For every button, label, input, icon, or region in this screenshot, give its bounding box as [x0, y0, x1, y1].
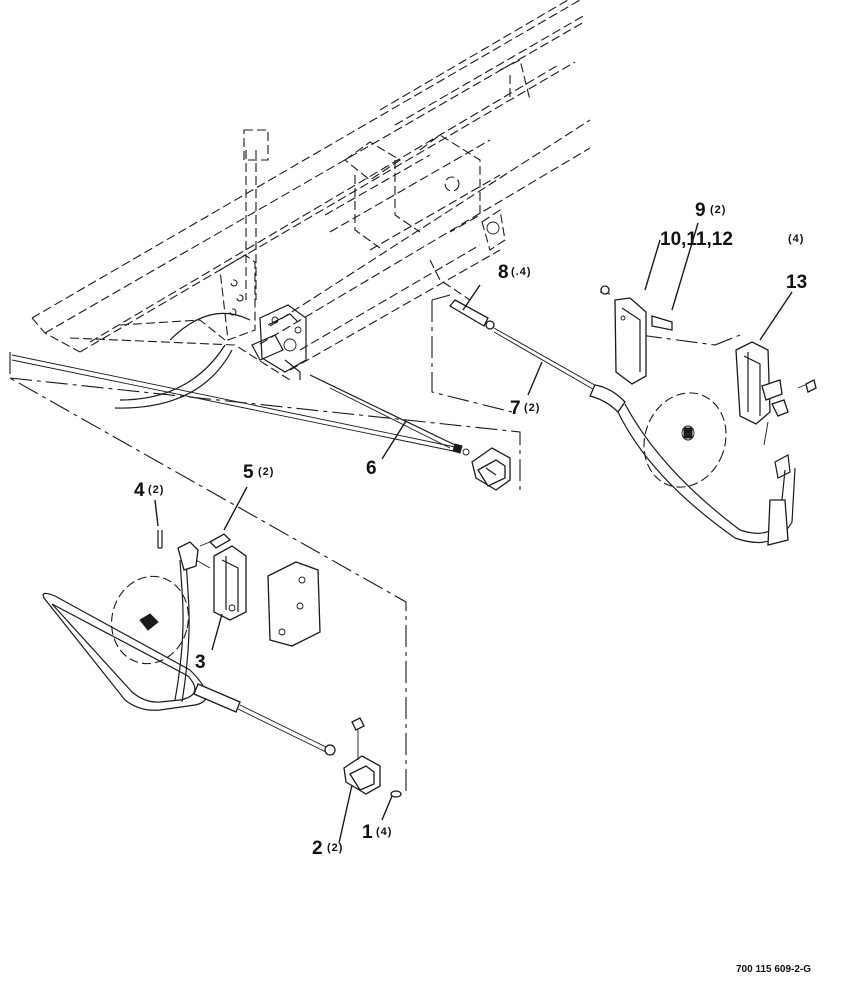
callout-number: 4	[134, 480, 145, 501]
frame-phantom	[31, 0, 591, 381]
callout-10-11-12: 10,11,12 (4)	[660, 229, 804, 250]
callout-number: 3	[195, 652, 206, 673]
callout-6: 6	[366, 458, 377, 479]
callout-quantity: (2)	[258, 466, 274, 478]
callout-2: 2 (2)	[312, 838, 343, 859]
callout-number: 1	[362, 822, 373, 843]
callout-quantity: (2)	[710, 204, 726, 216]
callout-5: 5 (2)	[243, 462, 274, 483]
callout-number: 2	[312, 838, 323, 859]
callout-number: 8	[498, 262, 509, 283]
callout-13: 13	[786, 272, 807, 293]
callout-quantity: (2)	[327, 842, 343, 854]
callout-quantity: (.4)	[511, 266, 532, 278]
callout-number: 6	[366, 458, 377, 479]
phantom-outline-mid	[9, 377, 521, 490]
callout-9: 9 (2)	[695, 200, 726, 221]
callout-8: 8 (.4)	[498, 262, 532, 283]
callout-4: 4 (2)	[134, 480, 164, 501]
callout-1: 1 (4)	[362, 822, 392, 843]
callout-number: 9	[695, 200, 706, 221]
callout-quantity: (4)	[788, 233, 804, 245]
callout-quantity: (4)	[376, 826, 392, 838]
drawing-number: 700 115 609-2-G	[736, 964, 811, 975]
callout-quantity: (2)	[148, 484, 164, 496]
lower-left-cable-assembly	[42, 530, 402, 798]
callout-number: 5	[243, 462, 254, 483]
callout-number: 7	[510, 398, 521, 419]
threaded-rod-6	[11, 354, 463, 454]
callout-quantity: (2)	[524, 402, 540, 414]
phantom-outline-upper	[9, 352, 407, 792]
callout-3: 3	[195, 652, 206, 673]
leader-lines	[154, 222, 793, 844]
center-mount-assembly	[114, 304, 307, 409]
callout-number: 10,11,12	[660, 229, 733, 250]
callout-number: 13	[786, 272, 807, 293]
right-cable-assembly	[431, 285, 817, 546]
anchor-clip-upper	[462, 447, 511, 491]
callout-7: 7 (2)	[510, 398, 540, 419]
